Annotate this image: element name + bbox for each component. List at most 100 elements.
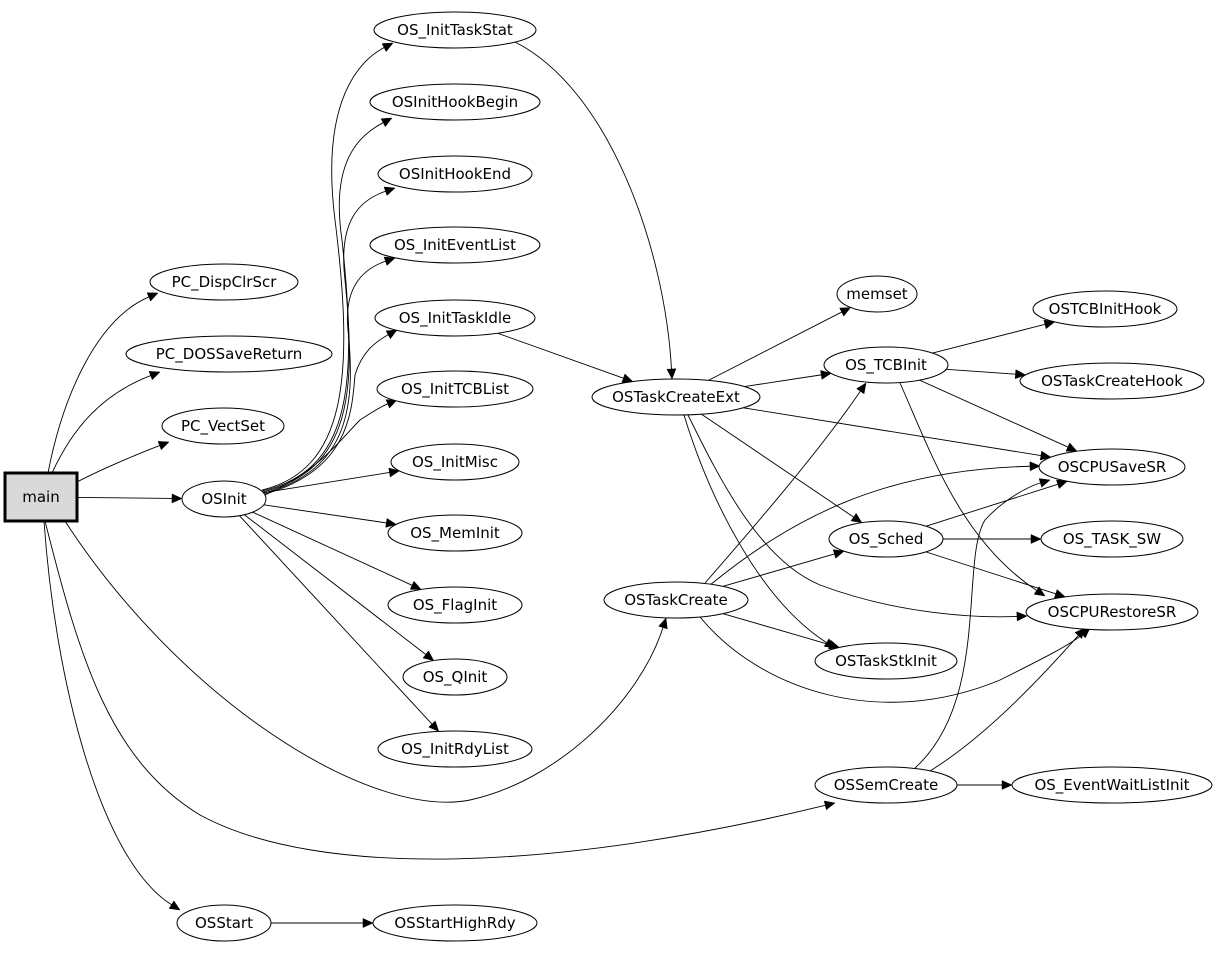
node-label: OS_InitTaskStat	[397, 21, 513, 40]
edge-line	[76, 445, 160, 483]
arrowhead	[380, 117, 393, 128]
node-ellipse	[369, 226, 541, 264]
edge-main-to-PC_DispClrScr	[47, 292, 159, 474]
arrowhead	[1038, 478, 1051, 488]
edge-OSTaskCreateExt-to-OS_TCBInit	[744, 370, 832, 388]
node-OS_InitTaskStat[interactable]: OS_InitTaskStat	[373, 11, 537, 49]
node-ellipse	[125, 335, 333, 373]
node-OSSemCreate[interactable]: OSSemCreate	[814, 766, 958, 804]
node-label: OSInitHookEnd	[399, 165, 511, 183]
edge-OS_InitTaskStat-to-OSTaskCreateExt	[514, 41, 677, 380]
node-label: PC_VectSet	[181, 417, 265, 436]
arrowhead	[381, 42, 394, 53]
node-OSInitHookEnd[interactable]: OSInitHookEnd	[377, 155, 533, 193]
node-memset[interactable]: memset	[836, 275, 918, 313]
node-OSInit[interactable]: OSInit	[181, 480, 267, 518]
node-ellipse	[1011, 766, 1213, 804]
node-OS_EventWaitListInit[interactable]: OS_EventWaitListInit	[1011, 766, 1213, 804]
node-ellipse	[149, 263, 299, 301]
edge-OSSemCreate-to-OSCPUSaveSR	[914, 478, 1051, 769]
edge-line	[261, 122, 384, 492]
node-OS_InitTaskIdle[interactable]: OS_InitTaskIdle	[374, 299, 536, 337]
node-main[interactable]: main	[3, 471, 79, 523]
edge-line	[497, 332, 624, 379]
edge-OSInit-to-OS_MemInit	[263, 504, 397, 528]
node-OSTaskCreateExt[interactable]: OSTaskCreateExt	[591, 378, 761, 416]
node-OS_Sched[interactable]: OS_Sched	[828, 520, 944, 558]
edge-OSTaskCreate-to-OSCPUSaveSR	[709, 461, 1041, 586]
arrowhead	[385, 329, 398, 340]
arrowhead	[362, 918, 374, 928]
edge-main-to-OSSemCreate	[44, 520, 836, 860]
node-OS_InitRdyList[interactable]: OS_InitRdyList	[377, 730, 533, 768]
edge-OS_TCBInit-to-OSCPUSaveSR	[919, 379, 1078, 452]
edge-OSTaskCreate-to-OSTaskStkInit	[722, 613, 840, 650]
edge-line	[263, 260, 386, 494]
node-OSTaskCreateHook[interactable]: OSTaskCreateHook	[1019, 362, 1205, 400]
node-OSCPURestoreSR[interactable]: OSCPURestoreSR	[1025, 593, 1199, 631]
node-ellipse	[376, 370, 534, 408]
edge-line	[261, 47, 385, 491]
node-ellipse	[836, 275, 918, 313]
node-ellipse	[1038, 448, 1186, 486]
edge-line	[263, 472, 390, 494]
arrowhead	[832, 549, 845, 559]
arrowhead	[1014, 369, 1027, 380]
edge-OSInit-to-OSInitHookBegin	[261, 117, 393, 492]
edge-OSInit-to-OS_InitRdyList	[239, 515, 440, 732]
node-OS_FlagInit[interactable]: OS_FlagInit	[387, 586, 523, 624]
edge-line	[264, 334, 389, 495]
node-PC_VectSet[interactable]: PC_VectSet	[161, 407, 285, 445]
edge-OSTaskCreateExt-to-OS_Sched	[701, 413, 863, 524]
node-ellipse	[814, 766, 958, 804]
edge-line	[252, 511, 413, 586]
node-OSStart[interactable]: OSStart	[176, 904, 272, 942]
node-OSCPUSaveSR[interactable]: OSCPUSaveSR	[1038, 448, 1186, 486]
node-PC_DispClrScr[interactable]: PC_DispClrScr	[149, 263, 299, 301]
node-OS_InitEventList[interactable]: OS_InitEventList	[369, 226, 541, 264]
node-OS_InitMisc[interactable]: OS_InitMisc	[390, 443, 520, 481]
edge-OSTaskCreate-to-OS_Sched	[722, 549, 845, 587]
edge-OSInit-to-OS_InitTCBList	[264, 399, 398, 496]
node-label: OS_InitTCBList	[401, 380, 509, 399]
edge-OSSemCreate-to-OS_EventWaitListInit	[956, 780, 1013, 790]
node-label: OSTaskStkInit	[835, 652, 937, 670]
node-OSInitHookBegin[interactable]: OSInitHookBegin	[369, 83, 541, 121]
edge-line	[699, 616, 1083, 703]
edge-line	[514, 41, 672, 370]
node-ellipse	[161, 407, 285, 445]
node-OSTaskCreate[interactable]: OSTaskCreate	[603, 581, 749, 619]
edge-line	[43, 520, 172, 906]
edge-line	[946, 368, 1016, 375]
node-label: main	[22, 488, 59, 506]
node-OS_MemInit[interactable]: OS_MemInit	[387, 514, 523, 552]
node-label: OSSemCreate	[834, 776, 939, 794]
arrowhead	[409, 580, 422, 590]
node-ellipse	[372, 904, 538, 942]
node-PC_DOSSaveReturn[interactable]: PC_DOSSaveReturn	[125, 335, 333, 373]
node-label: OSCPUSaveSR	[1058, 458, 1167, 476]
node-OS_TCBInit[interactable]: OS_TCBInit	[823, 346, 949, 384]
node-OS_TASK_SW[interactable]: OS_TASK_SW	[1040, 520, 1184, 558]
edge-line	[925, 551, 1056, 595]
edge-line	[704, 390, 861, 584]
edge-OS_Sched-to-OS_TASK_SW	[942, 534, 1042, 544]
edge-line	[239, 515, 433, 725]
node-OSTaskStkInit[interactable]: OSTaskStkInit	[814, 642, 958, 680]
edge-OSTaskCreateExt-to-OSCPURestoreSR	[687, 414, 1028, 622]
node-label: PC_DOSSaveReturn	[156, 345, 303, 364]
node-OS_InitTCBList[interactable]: OS_InitTCBList	[376, 370, 534, 408]
node-OSTCBInitHook[interactable]: OSTCBInitHook	[1032, 290, 1178, 328]
node-OS_QInit[interactable]: OS_QInit	[402, 658, 508, 696]
node-ellipse	[181, 480, 267, 518]
edge-line	[722, 613, 830, 646]
edge-line	[932, 323, 1046, 354]
arrowhead	[1065, 442, 1078, 452]
node-ellipse	[402, 658, 508, 696]
node-label: OS_EventWaitListInit	[1034, 776, 1189, 795]
edge-OS_TCBInit-to-OSTCBInitHook	[932, 319, 1056, 354]
edge-line	[44, 520, 826, 860]
node-OSStartHighRdy[interactable]: OSStartHighRdy	[372, 904, 538, 942]
arrowhead	[383, 186, 396, 196]
arrowhead	[1033, 586, 1046, 597]
